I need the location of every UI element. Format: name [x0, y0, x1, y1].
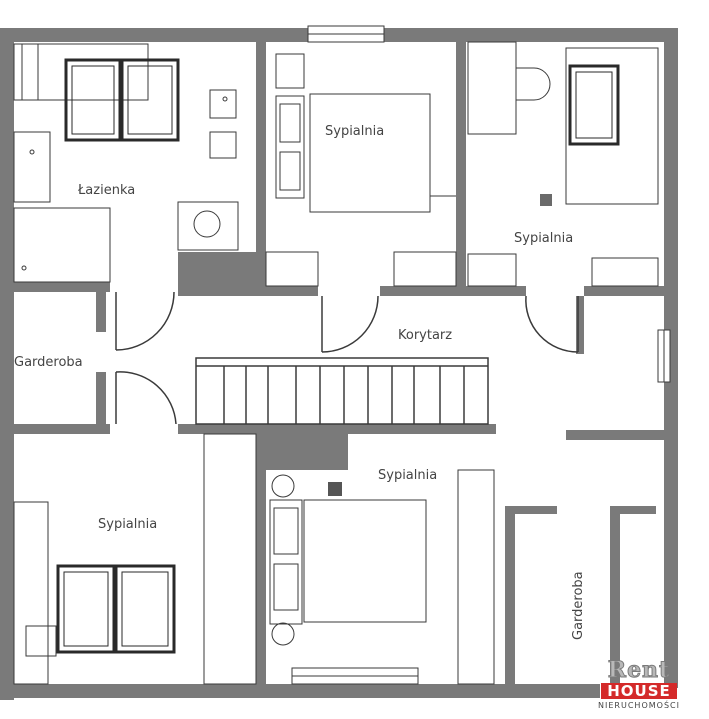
rent-house-logo: Rent HOUSE NIERUCHOMOŚCI — [579, 659, 699, 711]
skylights — [56, 58, 620, 654]
room-label-sypialnia-bottom-center: Sypialnia — [378, 468, 437, 483]
room-label-lazienka: Łazienka — [77, 183, 135, 198]
bedroom-bottom-center-furniture — [266, 434, 495, 685]
room-labels: Łazienka Sypialnia Sypialnia Korytarz Ga… — [14, 124, 586, 640]
room-label-sypialnia-top-center: Sypialnia — [325, 124, 384, 139]
logo-rent-text: Rent — [607, 657, 671, 683]
room-label-sypialnia-top-right: Sypialnia — [514, 231, 573, 246]
room-label-garderoba-right: Garderoba — [571, 571, 586, 640]
staircase — [195, 357, 489, 425]
bedroom-bottom-left-furniture — [13, 433, 257, 685]
bathroom-fixtures — [13, 43, 256, 286]
logo-house-text: HOUSE — [601, 683, 677, 699]
room-label-garderoba-left: Garderoba — [14, 355, 83, 370]
bedroom-top-center-furniture — [265, 53, 457, 287]
doors — [115, 291, 579, 425]
room-label-sypialnia-bottom-left: Sypialnia — [98, 517, 157, 532]
logo-subtitle: NIERUCHOMOŚCI — [598, 701, 680, 710]
outer-walls — [0, 28, 678, 700]
bedroom-top-right-furniture — [467, 41, 659, 287]
room-label-korytarz: Korytarz — [398, 328, 452, 343]
outer-windows — [291, 25, 671, 685]
interior-walls — [14, 42, 664, 684]
